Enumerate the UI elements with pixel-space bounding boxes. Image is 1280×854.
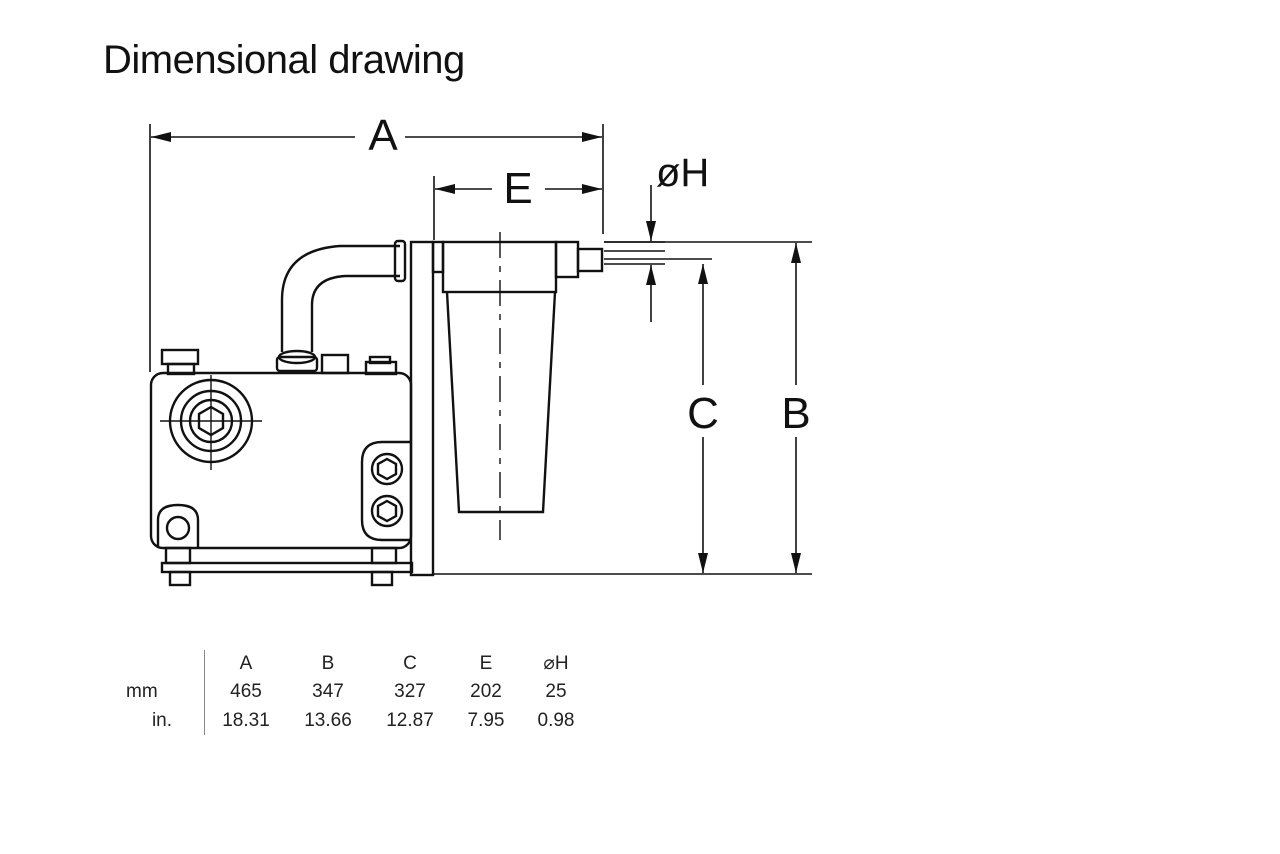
table-corner (120, 650, 205, 677)
table-header: C (403, 652, 417, 674)
table-cell: 7.95 (467, 709, 505, 731)
table-row: mm 465 347 327 202 25 (120, 677, 591, 706)
table-header: B (321, 652, 335, 674)
table-cell: 202 (470, 680, 502, 702)
table-cell: 347 (312, 680, 344, 702)
table-unit: mm (120, 677, 205, 706)
dimension-b (434, 241, 812, 575)
table-unit: in. (120, 706, 205, 735)
dimensions-table: A B C E ⌀H mm 465 347 327 202 25 in. 18.… (120, 650, 591, 735)
dimension-e-label: E (503, 164, 532, 213)
dimension-h-label: øH (656, 151, 709, 195)
table-cell: 465 (230, 680, 262, 702)
dimension-b-label: B (781, 389, 810, 438)
table-cell: 18.31 (222, 709, 270, 731)
dimension-a-label: A (368, 111, 398, 160)
table-header: ⌀H (543, 653, 569, 674)
table-header-row: A B C E ⌀H (120, 650, 591, 677)
table-cell: 25 (545, 680, 567, 702)
dimension-h (604, 185, 665, 322)
table-row: in. 18.31 13.66 12.87 7.95 0.98 (120, 706, 591, 735)
dimension-e (433, 176, 602, 240)
pump-outline (149, 239, 604, 587)
dimension-a (149, 124, 604, 372)
table-cell: 327 (394, 680, 426, 702)
table-cell: 0.98 (537, 709, 575, 731)
page-title: Dimensional drawing (103, 38, 465, 82)
table-header: A (239, 652, 253, 674)
table-header: E (479, 652, 493, 674)
table-cell: 13.66 (304, 709, 352, 731)
dimension-c-label: C (687, 389, 719, 438)
table-cell: 12.87 (386, 709, 434, 731)
dimension-c (604, 258, 712, 573)
